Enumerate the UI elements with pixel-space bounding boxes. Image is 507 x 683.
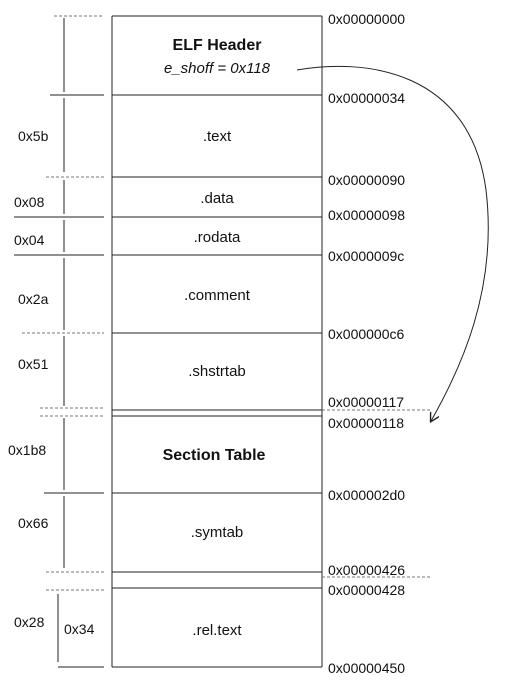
section-table: Section Table [163, 447, 266, 464]
addr-0x00000034: 0x00000034 [328, 90, 405, 106]
addr-0x000002d0: 0x000002d0 [328, 487, 405, 503]
addr-0x00000118: 0x00000118 [328, 415, 404, 431]
addr-0x00000117: 0x00000117 [328, 394, 404, 410]
addr-0x00000090: 0x00000090 [328, 172, 405, 188]
section-comment: .comment [184, 287, 251, 304]
section-rel-text: .rel.text [192, 622, 242, 639]
size-data: 0x08 [14, 194, 45, 210]
section-text: .text [203, 128, 232, 145]
addr-0x0000009c: 0x0000009c [328, 248, 404, 264]
e-shoff-label: e_shoff = 0x118 [164, 60, 271, 77]
elf-header-title: ELF Header [173, 37, 262, 54]
size-rel-text-inner: 0x34 [64, 621, 95, 637]
size-rodata: 0x04 [14, 232, 45, 248]
addr-0x00000000: 0x00000000 [328, 11, 405, 27]
section-data: .data [200, 190, 234, 207]
section-symtab: .symtab [191, 524, 244, 541]
addr-0x00000426: 0x00000426 [328, 562, 405, 578]
size-rel-text: 0x28 [14, 614, 45, 630]
size-comment: 0x2a [18, 291, 49, 307]
addr-0x000000c6: 0x000000c6 [328, 326, 405, 342]
section-rodata: .rodata [194, 229, 241, 246]
e-shoff-pointer-arrow [296, 65, 489, 421]
addr-0x00000428: 0x00000428 [328, 582, 405, 598]
section-shstrtab: .shstrtab [188, 363, 246, 380]
size-shstrtab: 0x51 [18, 356, 49, 372]
size-symtab: 0x66 [18, 515, 49, 531]
addr-0x00000098: 0x00000098 [328, 207, 405, 223]
addr-0x00000450: 0x00000450 [328, 660, 405, 676]
size-section-table: 0x1b8 [8, 442, 46, 458]
size-text: 0x5b [18, 128, 49, 144]
